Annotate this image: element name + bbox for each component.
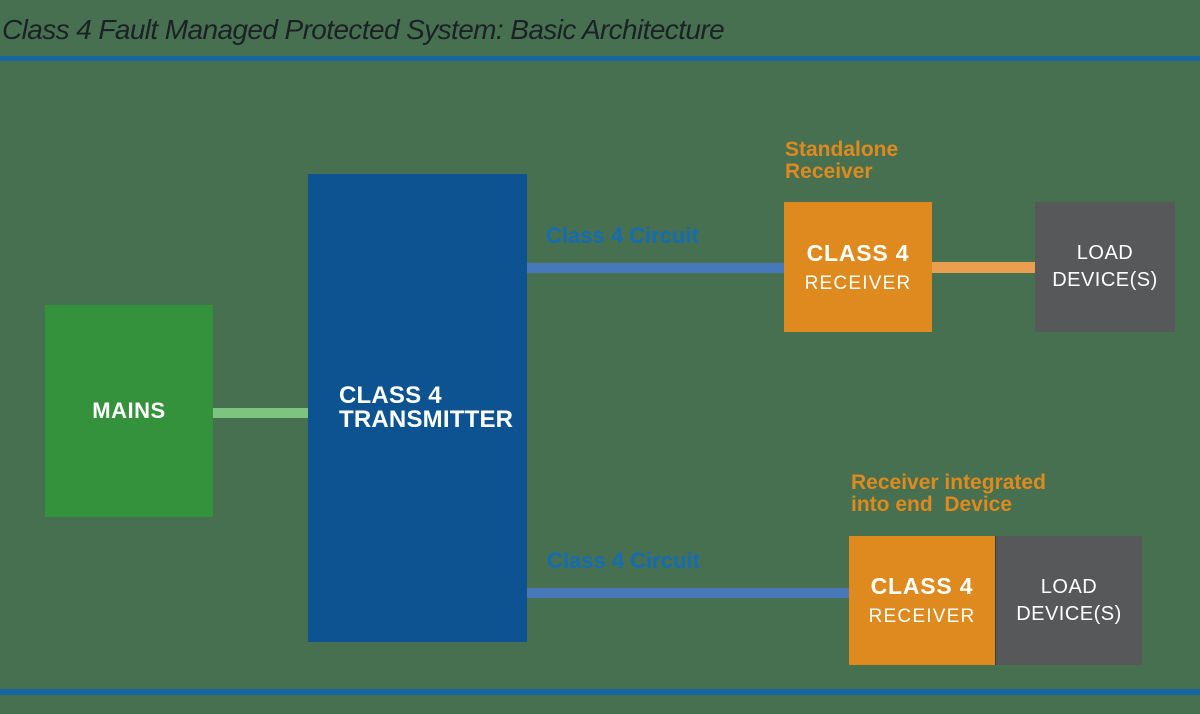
transmitter-label-line2: TRANSMITTER bbox=[339, 406, 514, 433]
class4-circuit-line-top bbox=[527, 263, 784, 273]
integrated-load-line1: LOAD bbox=[1040, 575, 1098, 598]
receiver-to-load-connector bbox=[932, 262, 1035, 273]
mains-box: MAINS bbox=[45, 305, 213, 517]
receiver-load-divider bbox=[995, 536, 996, 665]
integrated-load-line2: DEVICE(S) bbox=[1016, 602, 1122, 625]
integrated-load-box: LOAD DEVICE(S) bbox=[996, 536, 1142, 665]
top-divider-line bbox=[0, 56, 1200, 61]
class4-circuit-label-top: Class 4 Circuit bbox=[546, 223, 699, 248]
diagram-title: Class 4 Fault Managed Protected System: … bbox=[2, 14, 725, 45]
mains-label: MAINS bbox=[92, 398, 166, 423]
integrated-receiver-caption: Receiver integrated into end Device bbox=[851, 472, 1046, 516]
integrated-receiver-line2: RECEIVER bbox=[868, 606, 976, 627]
standalone-receiver-line1: CLASS 4 bbox=[806, 239, 910, 266]
integrated-caption-line1: Receiver integrated bbox=[851, 471, 1046, 494]
class4-circuit-line-bottom bbox=[527, 588, 849, 598]
transmitter-box: CLASS 4 TRANSMITTER bbox=[308, 174, 527, 642]
standalone-caption-line1: Standalone bbox=[785, 138, 899, 161]
class4-circuit-label-bottom: Class 4 Circuit bbox=[547, 548, 700, 573]
transmitter-label-line1: CLASS 4 bbox=[339, 382, 442, 409]
integrated-receiver-box: CLASS 4 RECEIVER bbox=[849, 536, 995, 665]
integrated-receiver-line1: CLASS 4 bbox=[870, 573, 974, 599]
bottom-divider-line bbox=[0, 689, 1200, 695]
standalone-receiver-caption: Standalone Receiver bbox=[785, 139, 898, 183]
standalone-load-box: LOAD DEVICE(S) bbox=[1035, 202, 1175, 332]
integrated-caption-line2: into end Device bbox=[851, 493, 1013, 516]
standalone-load-line1: LOAD bbox=[1076, 242, 1134, 264]
standalone-caption-line2: Receiver bbox=[785, 160, 873, 183]
standalone-load-line2: DEVICE(S) bbox=[1052, 269, 1158, 291]
mains-to-transmitter-connector bbox=[213, 408, 308, 418]
standalone-receiver-box: CLASS 4 RECEIVER bbox=[784, 202, 932, 332]
standalone-receiver-line2: RECEIVER bbox=[804, 272, 912, 294]
